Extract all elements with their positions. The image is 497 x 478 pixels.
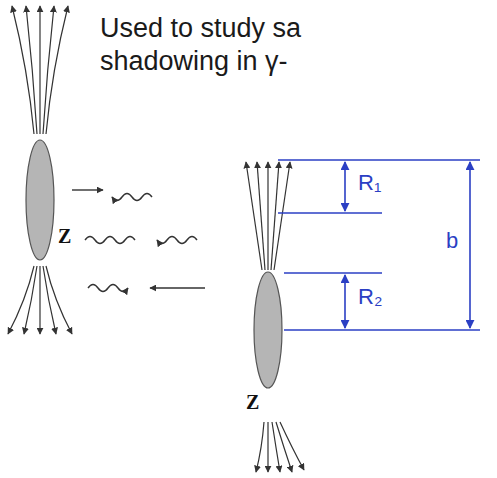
field-line [274,162,290,270]
photon-wave [112,194,152,201]
field-line [24,266,37,334]
radius-label: R₁ [358,172,381,194]
field-lines [8,266,72,334]
field-line [39,266,40,334]
field-lines [246,162,290,270]
photon-wave [88,285,128,292]
field-line [46,266,72,334]
field-line [46,6,68,134]
charge-label: Z [246,392,259,412]
field-line [39,6,40,134]
field-line [267,422,268,472]
slide-title: Used to study sa shadowing in γ- [100,12,368,78]
velocity-arrow [72,189,103,190]
field-line [246,162,262,270]
nucleus [254,272,282,388]
dimension-line [278,159,480,161]
field-line [267,162,268,270]
dimension-arrow [469,162,471,328]
field-line [26,6,37,134]
photon-wave [157,237,197,244]
dimension-line [284,272,382,274]
dimension-lines [278,160,480,330]
field-line [8,266,34,334]
velocity-arrow [150,287,205,288]
field-line [12,6,34,134]
field-line [256,422,264,472]
dimension-arrow [344,162,346,211]
field-line [280,422,304,470]
field-line [271,162,279,270]
charge-label: Z [58,226,71,246]
dimension-arrow [344,275,346,328]
nucleus [26,140,54,260]
field-lines [12,6,68,134]
photon-arrows [72,190,205,292]
photon-wave [85,237,135,244]
field-lines [256,422,304,472]
dimension-line [284,329,480,331]
radius-label: R₂ [358,286,382,308]
dimension-line [278,212,382,214]
impact-parameter-label: b [446,230,458,252]
field-line [43,266,56,334]
field-line [257,162,265,270]
